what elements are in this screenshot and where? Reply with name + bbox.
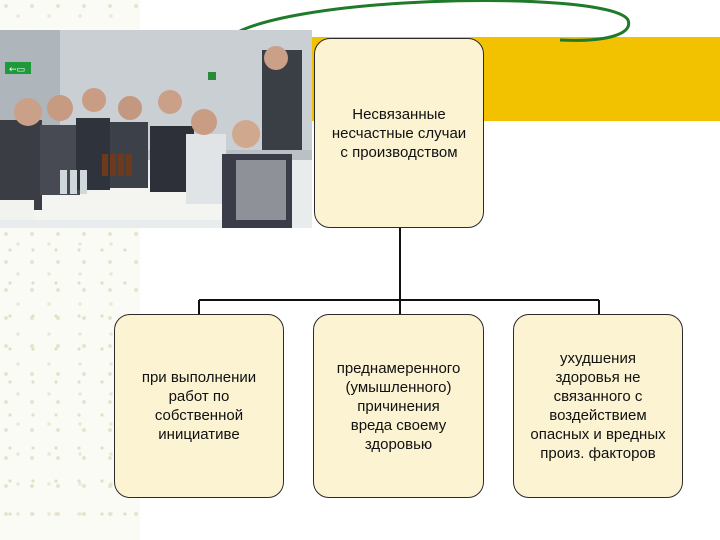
diagram-child-node-1: при выполнении работ по собственной иниц… <box>114 314 284 498</box>
svg-text:←▭: ←▭ <box>9 65 25 75</box>
meeting-photo: ←▭ <box>0 30 312 228</box>
decorative-arc <box>220 0 631 46</box>
diagram-root-node: Несвязанные несчастные случаи с производ… <box>314 38 484 228</box>
child-node-2-label: преднамеренного (умышленного) причинения… <box>336 359 461 453</box>
decorative-pattern-top <box>0 0 140 30</box>
child-node-1-label: при выполнении работ по собственной иниц… <box>141 369 257 443</box>
child-node-3-label: ухудшения здоровья не связанного с возде… <box>530 350 666 462</box>
diagram-child-node-3: ухудшения здоровья не связанного с возде… <box>513 314 683 498</box>
root-node-label: Несвязанные несчастные случаи с производ… <box>331 105 467 161</box>
diagram-child-node-2: преднамеренного (умышленного) причинения… <box>313 314 484 498</box>
